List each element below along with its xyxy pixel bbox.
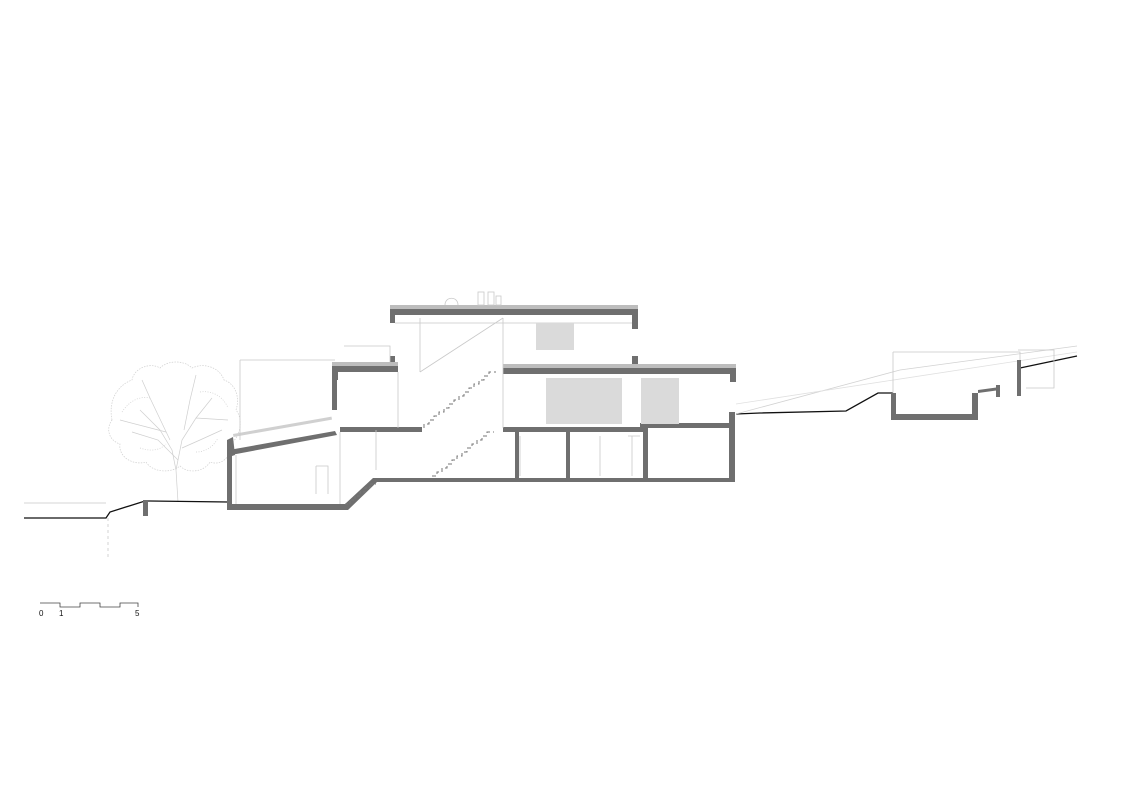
annex-section — [891, 349, 1055, 420]
retaining-wall-left — [143, 500, 148, 516]
ground-line — [24, 355, 1078, 560]
scale-bar: 0 1 5 — [39, 602, 140, 618]
glazing-panels — [536, 323, 679, 424]
top-roof-slab — [390, 309, 638, 315]
sloped-roof — [229, 431, 337, 455]
second-floor-slab-right — [503, 368, 736, 374]
rooftop-elements — [444, 291, 502, 306]
scale-label-1: 1 — [59, 609, 64, 618]
building-section — [227, 309, 736, 510]
stairs — [345, 371, 496, 505]
interior-projection — [235, 317, 1078, 504]
second-floor-slab-left — [332, 366, 398, 380]
first-floor-slab-right — [503, 427, 643, 432]
roof-edges — [233, 305, 736, 437]
right-exterior-wall — [729, 412, 735, 482]
tree-illustration — [108, 361, 241, 503]
window-panel-top — [536, 323, 574, 350]
first-floor-slab-left — [340, 427, 422, 432]
scale-label-5: 5 — [135, 609, 140, 618]
scale-label-0: 0 — [39, 609, 44, 618]
annex-body — [891, 393, 978, 420]
window-panel-right — [641, 378, 679, 424]
window-panel-middle — [546, 378, 622, 424]
basement-slab — [227, 478, 730, 510]
